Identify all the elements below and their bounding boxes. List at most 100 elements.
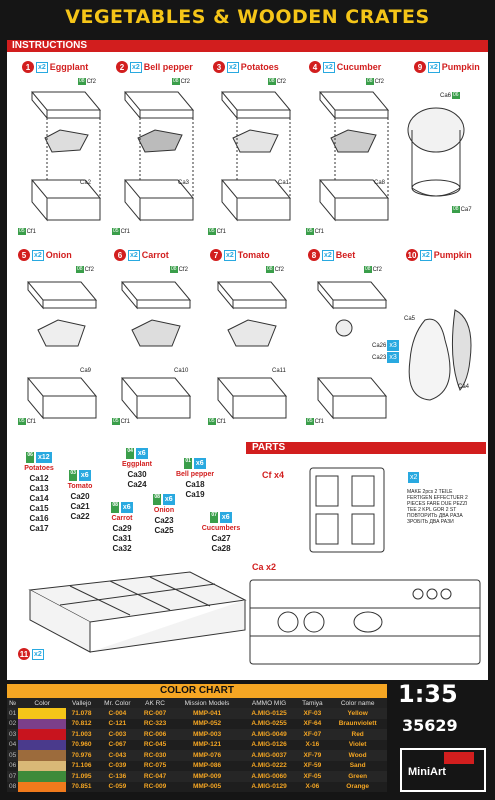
row2-crate-drawings [26,281,472,420]
color-chart-cell: RC-007 [143,709,167,717]
step-1-header: 1 x2 Eggplant [22,61,88,73]
step-7-header: 7 x2 Tomato [210,249,270,261]
color-chart-cell: MMP-121 [192,741,222,749]
parts-heading: PARTS [252,442,286,453]
color-chart-cell: A.MIG-0255 [251,720,287,728]
color-swatch [18,708,67,719]
part-label: Ca3 [178,180,190,186]
color-chart-cell: 02 [8,720,17,728]
cf-sprue-label: Cf x4 [262,470,285,480]
color-swatch [18,750,67,761]
color-chart-title: COLOR CHART [7,684,387,698]
step-qty: x2 [128,249,140,261]
color-chart-cell: C-003 [108,730,127,738]
step-2-header: 2 x2 Bell pepper [116,61,193,73]
color-chart-cell: Red [351,730,364,738]
color-chart-cell: 06 [8,762,17,770]
color-chart-cell: X-06 [305,783,320,791]
color-chart-cell: XF-64 [303,720,322,728]
color-chart-cell: C-043 [108,751,127,759]
color-chart-cell: Violet [348,741,367,749]
color-chart-cell: RC-075 [143,762,167,770]
color-chart-cell: MMP-005 [192,783,222,791]
step11-crate-stack [28,571,247,653]
step-10-header: 10 x2 Pumpkin [406,249,472,261]
color-chart-cell: RC-030 [143,751,167,759]
color-chart-cell: 05 [8,751,17,759]
color-chart-cell: C-121 [108,720,127,728]
step-name: Onion [45,250,72,260]
part-label: Ca10 [174,368,189,374]
color-chart-cell: RC-009 [143,783,167,791]
product-code: 35629 [402,716,458,735]
step-name: Beet [335,250,356,260]
step-qty: x2 [36,61,48,73]
color-chart-cell: C-067 [108,741,127,749]
make-two-note: MAKE 2pcs 2 TEILE FERTIGEN EFFECTUER 2 P… [407,489,468,525]
color-chart-cell: A.MIG-0126 [251,741,287,749]
color-chart-cell: A.MIG-0125 [251,709,287,717]
step-3-header: 3 x2 Potatoes [213,61,279,73]
color-chart-cell: Orange [346,783,370,791]
step-qty: x2 [428,61,440,73]
step-9-header: 9 x2 Pumpkin [414,61,480,73]
step-qty: x2 [323,61,335,73]
brand-logo: MiniArt [400,748,486,792]
step-name: Cucumber [336,62,382,72]
color-chart-cell: A.MIG-0049 [251,730,287,738]
step-number: 3 [213,61,225,73]
color-chart-cell: 01 [8,709,17,717]
step-number: 8 [308,249,320,261]
color-chart-cell: MMP-009 [192,772,222,780]
step-number: 11 [18,648,30,660]
step-qty: x2 [322,249,334,261]
color-chart-cell: 71.095 [71,772,92,780]
color-chart-cell: A.MIG-0129 [251,783,287,791]
step-5-header: 5 x2 Onion [18,249,72,261]
parts-bar [246,442,486,454]
color-chart-cell: 03 [8,730,17,738]
color-chart-cell: MMP-041 [192,709,222,717]
step-number: 10 [406,249,418,261]
step-name: Eggplant [49,62,89,72]
color-chart-cell: 70.960 [71,741,92,749]
step-number: 6 [114,249,126,261]
instructions-bar [7,40,488,52]
color-chart-cell: Wood [348,751,367,759]
color-chart-cell: C-039 [108,762,127,770]
step-6-header: 6 x2 Carrot [114,249,169,261]
color-chart-cell: MMP-076 [192,751,222,759]
step-qty: x2 [130,61,142,73]
cf-sprue [309,467,385,553]
step-11-header: 11 x2 [18,648,44,660]
color-chart-cell: 04 [8,741,17,749]
color-chart-cell: 71.003 [71,730,92,738]
step-qty: x2 [32,249,44,261]
color-swatch [18,771,67,782]
color-swatch [18,729,67,740]
step-number: 5 [18,249,30,261]
step-name: Pumpkin [441,62,480,72]
step-8-header: 8 x2 Beet [308,249,355,261]
page-title: VEGETABLES & WOODEN CRATES [65,6,430,28]
